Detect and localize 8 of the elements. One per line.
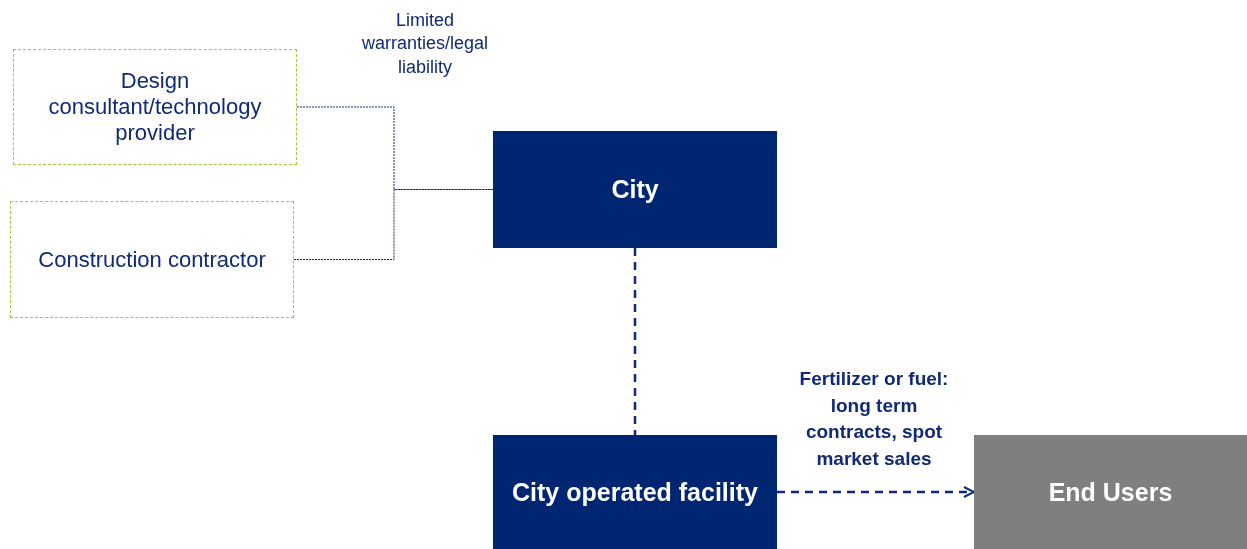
connector-line — [633, 248, 637, 435]
organization-box: City operated facility — [493, 435, 777, 549]
party-box: Construction contractor — [10, 201, 294, 318]
dashed-arrow — [777, 486, 975, 498]
end-user-box: End Users — [974, 435, 1247, 549]
party-box: Design consultant/technology provider — [13, 49, 297, 165]
organization-box: City — [493, 131, 777, 248]
note-text: Limited warranties/legal liability — [360, 9, 490, 79]
